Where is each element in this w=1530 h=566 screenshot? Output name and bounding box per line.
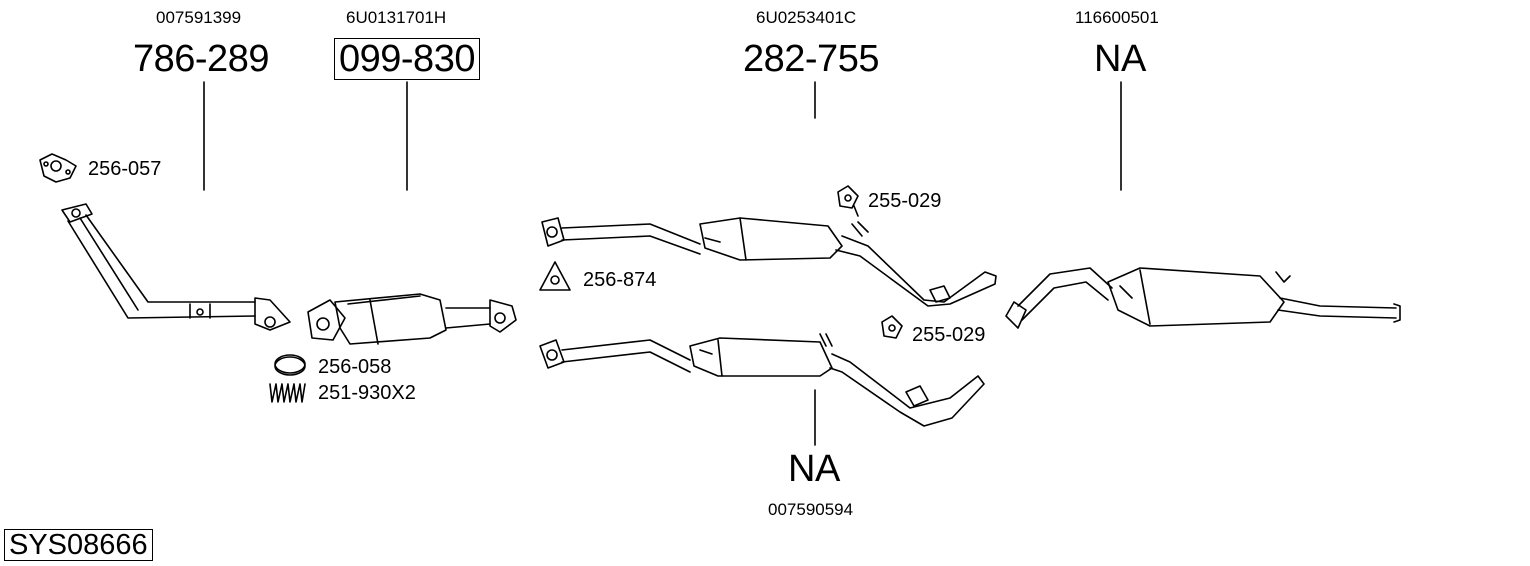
part-number: NA — [788, 448, 840, 490]
accessory-number: 256-874 — [583, 269, 657, 291]
accessory-number: 256-058 — [318, 356, 392, 378]
accessory-number: 251-930X2 — [318, 382, 416, 404]
part-number: NA — [1094, 38, 1146, 80]
rubber-hanger-icon — [837, 185, 859, 217]
accessory-number: 255-029 — [868, 190, 942, 212]
middle-silencer-upper-drawing — [541, 217, 997, 307]
catalytic-converter-drawing — [307, 293, 517, 345]
accessory-number: 256-057 — [88, 158, 162, 180]
middle-silencer-lower-drawing — [539, 333, 985, 427]
accessory-number: 255-029 — [912, 324, 986, 346]
ring-gasket-icon — [274, 354, 306, 376]
front-pipe-drawing — [61, 203, 291, 331]
triangle-gasket-icon — [539, 261, 571, 291]
rear-silencer-drawing — [1005, 267, 1401, 329]
part-number: 786-289 — [133, 38, 269, 80]
spring-icon — [269, 383, 306, 403]
leader-lines — [203, 81, 1122, 446]
oem-number: 6U0131701H — [346, 8, 447, 27]
oem-number: 007590594 — [768, 500, 854, 519]
system-code-label: SYS08666 — [4, 529, 153, 561]
rubber-hanger-icon — [881, 315, 903, 339]
part-number-highlighted: 099-830 — [334, 38, 480, 80]
oem-number: 6U0253401C — [756, 8, 857, 27]
oem-number: 007591399 — [156, 8, 242, 27]
oem-number: 116600501 — [1075, 8, 1159, 27]
gasket-icon — [39, 153, 77, 183]
part-number: 282-755 — [743, 38, 879, 80]
